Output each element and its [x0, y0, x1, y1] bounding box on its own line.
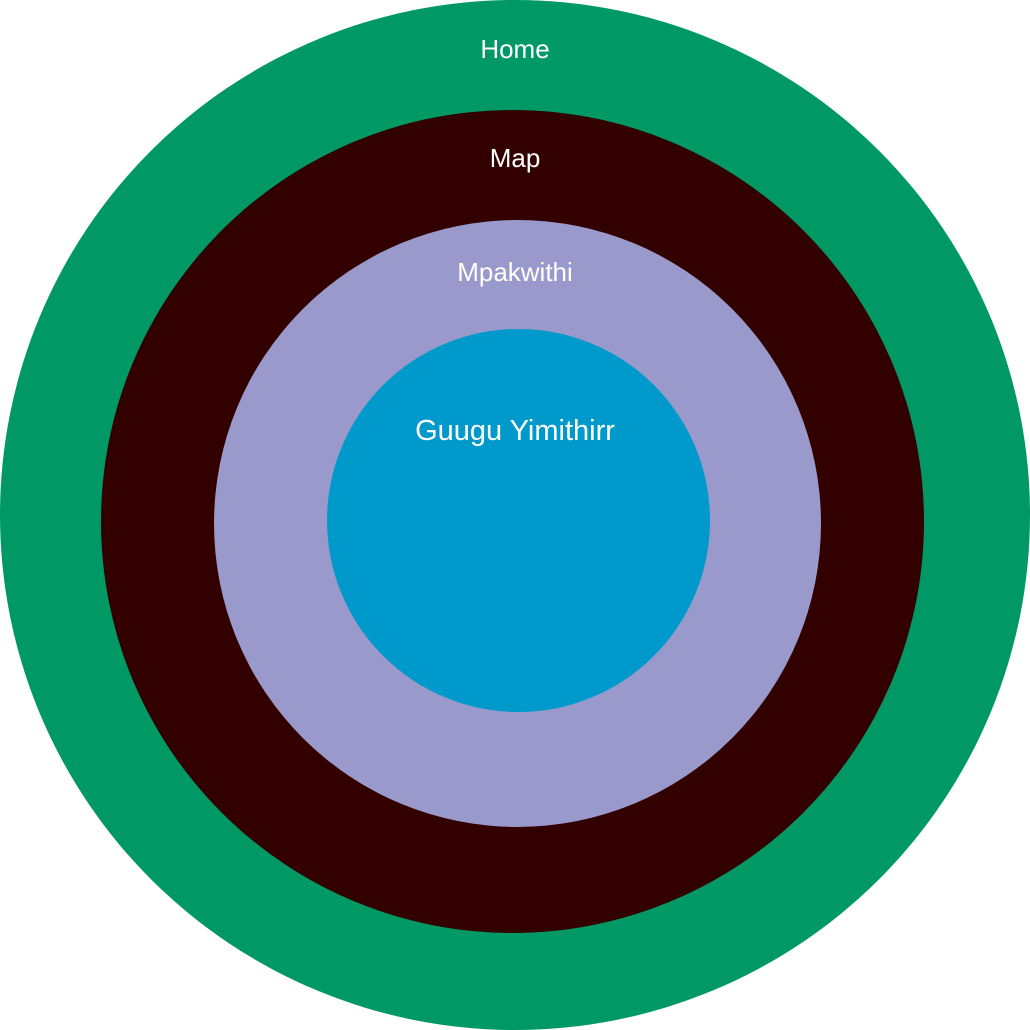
- ring-label-guugu-yimithirr: Guugu Yimithirr: [415, 415, 615, 447]
- ring-label-mpakwithi: Mpakwithi: [457, 257, 573, 287]
- ring-guugu-yimithirr: [327, 329, 710, 712]
- ring-label-map: Map: [489, 143, 541, 173]
- ring-label-home: Home: [480, 34, 550, 64]
